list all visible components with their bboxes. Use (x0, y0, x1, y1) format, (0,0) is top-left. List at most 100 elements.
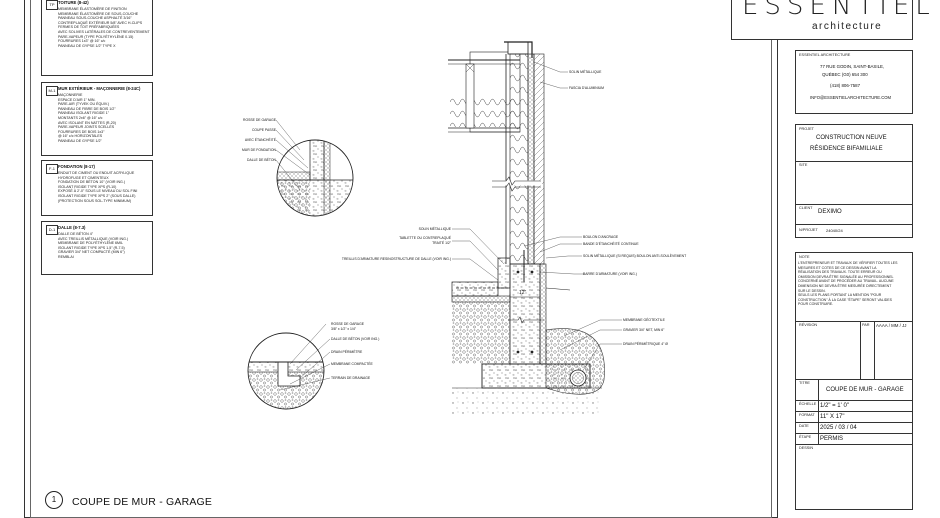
assembly-line: PANNEAU DE GYPSE 1/2" TYPE X (58, 43, 116, 48)
notes-line: DIMENSION NE DEVRA ÊTRE MESURÉE DIRECTEM… (798, 284, 892, 288)
callout-label-slab: TRAITÉ 1/2" (432, 241, 451, 245)
assembly-line: MEMBRANE ÉLASTOMÈRE DE SOUS-COUCHE (58, 11, 139, 16)
callout-label-detail2: TERRAIN DE DRAINAGE (331, 376, 371, 380)
client-value: DEXIMO (818, 209, 842, 215)
assembly-tag: M-1 (46, 86, 58, 96)
assembly-line: FERMES DE TOIT PRÉFABRIQUÉES (58, 25, 120, 30)
project-line1: CONSTRUCTION NEUVE (816, 135, 887, 141)
assembly-line: AVEC SOLIVES LATÉRALES DE CONTREVENTEMEN… (58, 30, 150, 34)
tb-firm: ESSENTIEL ARCHITECTURE 77 RUE GODIN, SAI… (795, 50, 913, 114)
date-value: 2025 / 03 / 04 (820, 425, 857, 431)
wall-section-drawing (247, 41, 622, 414)
assembly-line: CONTREPLAQUÉ EXTÉRIEUR 5/8" AVEC H-CLIPS (58, 20, 143, 25)
site-label: SITE (799, 163, 808, 167)
logo-subtitle: architecture (812, 21, 883, 32)
assembly-heading: DALLE (8-7.3) (58, 225, 86, 230)
assembly-line: MEMBRANE DE POLYÉTHYLÈNE 6MIL (58, 241, 124, 246)
callout-label-detail2: DALLE DE BÉTON (VOIR ING.) (331, 337, 380, 341)
assembly-line: ENDUIT DE CIMENT OU ENDUIT ACRYLIQUE (58, 171, 135, 175)
callout-label-drain: MEMBRANE GÉOTEXTILE (623, 318, 665, 322)
assembly-line: PARE-AIR (TYVEK OU ÉQUIV.) (58, 102, 110, 107)
callout-label-roof: FASCIA D'ALUMINIUM (569, 86, 604, 90)
revision-label: RÉVISION (799, 323, 818, 327)
assembly-line: ISOLANT RIGIDE TYPE XPS 1.5" (R-7.5) (58, 245, 125, 250)
assembly-line: PARE-VAPEUR JOINTS SCELLÉS (58, 125, 115, 130)
assembly-line: MAÇONNERIE (58, 93, 83, 97)
assembly-line: ESPACE D'AIR 1" MIN. (58, 97, 96, 102)
notes-line: SEULS LES PLANS PORTANT LA MENTION "POUR (798, 293, 882, 298)
callout-label-wall: SOLIN MÉTALLIQUE (SI REQUIS) BOULON ANTI… (583, 254, 687, 258)
firm-label: ESSENTIEL ARCHITECTURE (799, 53, 851, 57)
firm-address: 77 RUE GODIN, SAINT-BASILE, (820, 64, 885, 69)
date-label: DATE (799, 424, 809, 428)
project-number-label: N/PROJET (799, 228, 818, 232)
callout-label-detail2: MEMBRANE COMPACTÉE (331, 362, 373, 366)
firm-phone: (418) 806-7587 (830, 83, 861, 88)
notes-line: L'ENTREPRENEUR ET TRAVAUX DE VÉRIFIER TO… (798, 261, 898, 265)
callout-label-detail1: ROSSE DE GARAGE (243, 118, 276, 122)
assembly-line: FONDATION DE BÉTON 10" (VOIR ING.) (58, 180, 126, 185)
callout-label-slab: TREILLIS D'ARMATURE RESINOSTRUCTURE DE D… (341, 257, 451, 261)
assembly-line: REMBLAI (58, 255, 74, 259)
notes-line: POUR CONSTRUIRE. (798, 302, 834, 307)
callout-label-roof: SOLIN MÉTALLIQUE (569, 70, 602, 74)
notes-line: CONCERNÉ AVANT DE PROCÉDER AU TRAVAIL. A… (798, 279, 894, 284)
client-label: CLIENT (799, 206, 813, 210)
assembly-line: EXPOSÉ À 2'-0" SOUS LE NIVEAU DU SOL FIN… (58, 189, 138, 194)
callout-label-drain: GRAVIER 3/4" NET, MIN 6" (623, 328, 665, 332)
callout-label-detail1: DALLE DE BÉTON (247, 158, 276, 162)
assembly-tag: F-1 (46, 164, 58, 174)
revision-by-label: PAR (862, 323, 870, 327)
roof-assembly (448, 41, 533, 133)
assembly-line: PANNEAU DE FIBRE DE BOIS 1/2" (58, 106, 116, 111)
project-label: PROJET (799, 127, 814, 131)
callout-label-slab: TABLETTE OU CONTREPLAQUÉ (399, 236, 451, 240)
assembly-line: GRAVIER 3/4" NET COMPACTÉ (MIN 6") (58, 250, 125, 255)
detail-circle-lower (247, 332, 325, 410)
scale-label: ÉCHELLE (799, 402, 817, 406)
project-line2: RÉSIDENCE BIFAMILIALE (810, 146, 883, 152)
format-label: FORMAT (799, 413, 815, 417)
assembly-line: ISOLANT RIGIDE TYPE XPS (R-10) (58, 184, 117, 189)
callout-label-detail2: 3/8" x 1/2" x 1/4" (331, 327, 356, 331)
firm-email: INFO@ESSENTIELARCHITECTURE.COM (810, 95, 892, 100)
logo: ESSENTIEL architecture (731, 0, 930, 40)
notes-line: CONSTRUCTION" À LA CASE "ÉTAPE" SERONT V… (798, 297, 892, 302)
assembly-tag: TP (46, 0, 58, 10)
callout-label-detail1: COUPE PASSE (251, 128, 276, 132)
project-number-value: 24040/24 (826, 228, 843, 233)
assembly-line: HYDROFUGE ET CIMENTEUX (58, 175, 109, 180)
tb-sheet-info: NOTE RÉVISION PAR AAAA / MM / JJ TITRE C… (795, 252, 913, 510)
assembly-heading: MUR EXTÉRIEUR - MAÇONNERIE (8-24C) (58, 86, 141, 91)
assembly-line: PARE-VAPEUR (TYPE POLYÉTHYLÈNE 0.15) (58, 34, 134, 39)
callout-label-wall: BOULON D'ANCRAGE (583, 235, 619, 239)
callout-label-wall: BARRE D'ARMATURE (VOIR ING.) (583, 272, 637, 276)
stage-value: PERMIS (820, 436, 844, 442)
notes-label: NOTE (799, 255, 810, 259)
callout-label-detail2: ROSSE DE GARAGE (331, 322, 364, 326)
assembly-line: AVEC ISOLANT EN NATTES (R-20) (58, 120, 116, 125)
notes-line: RÉALISATION DES TRAVAUX. TOUTE ERREUR OU (798, 270, 882, 275)
assembly-line: @ 16" c/c HORIZONTALES (58, 134, 103, 139)
assembly-line: PANNEAU DE GYPSE 1/2" (58, 139, 102, 143)
scale-value: 1/2" = 1' 0" (820, 403, 849, 409)
assembly-heading: TOITURE (8-42) (58, 0, 89, 5)
callout-label-slab: SOLIN MÉTALLIQUE (418, 227, 451, 231)
logo-name: ESSENTIEL (742, 0, 936, 21)
notes-line: OMISSION DEVRA ÊTRE SIGNALÉE AU PROFESSI… (798, 274, 894, 279)
firm-city: QUÉBEC (G0) 654 300 (822, 72, 868, 77)
stage-label: ÉTAPE (799, 435, 812, 439)
callout-label-detail1: MUR DE FONDATION (241, 148, 276, 152)
notes-line: SUR LE DESSIN. (798, 288, 826, 293)
callout-label-wall: BANDE D'ÉTANCHÉITÉ CONTINUE (583, 242, 639, 246)
revision-date-label: AAAA / MM / JJ (876, 323, 907, 328)
title-label: TITRE (799, 381, 810, 385)
assembly-line: PANNEAU SOUS-COUCHE ASPHALTÉ 3/16" (58, 16, 132, 21)
assembly-line: FOURRURES DE BOIS 1x3" (58, 129, 105, 134)
assembly-tag: D-1 (46, 225, 58, 235)
assembly-line: AVEC TREILLIS MÉTALLIQUE (VOIR ING.) (58, 236, 129, 241)
assembly-line: DALLE DE BÉTON 4" (58, 232, 93, 236)
